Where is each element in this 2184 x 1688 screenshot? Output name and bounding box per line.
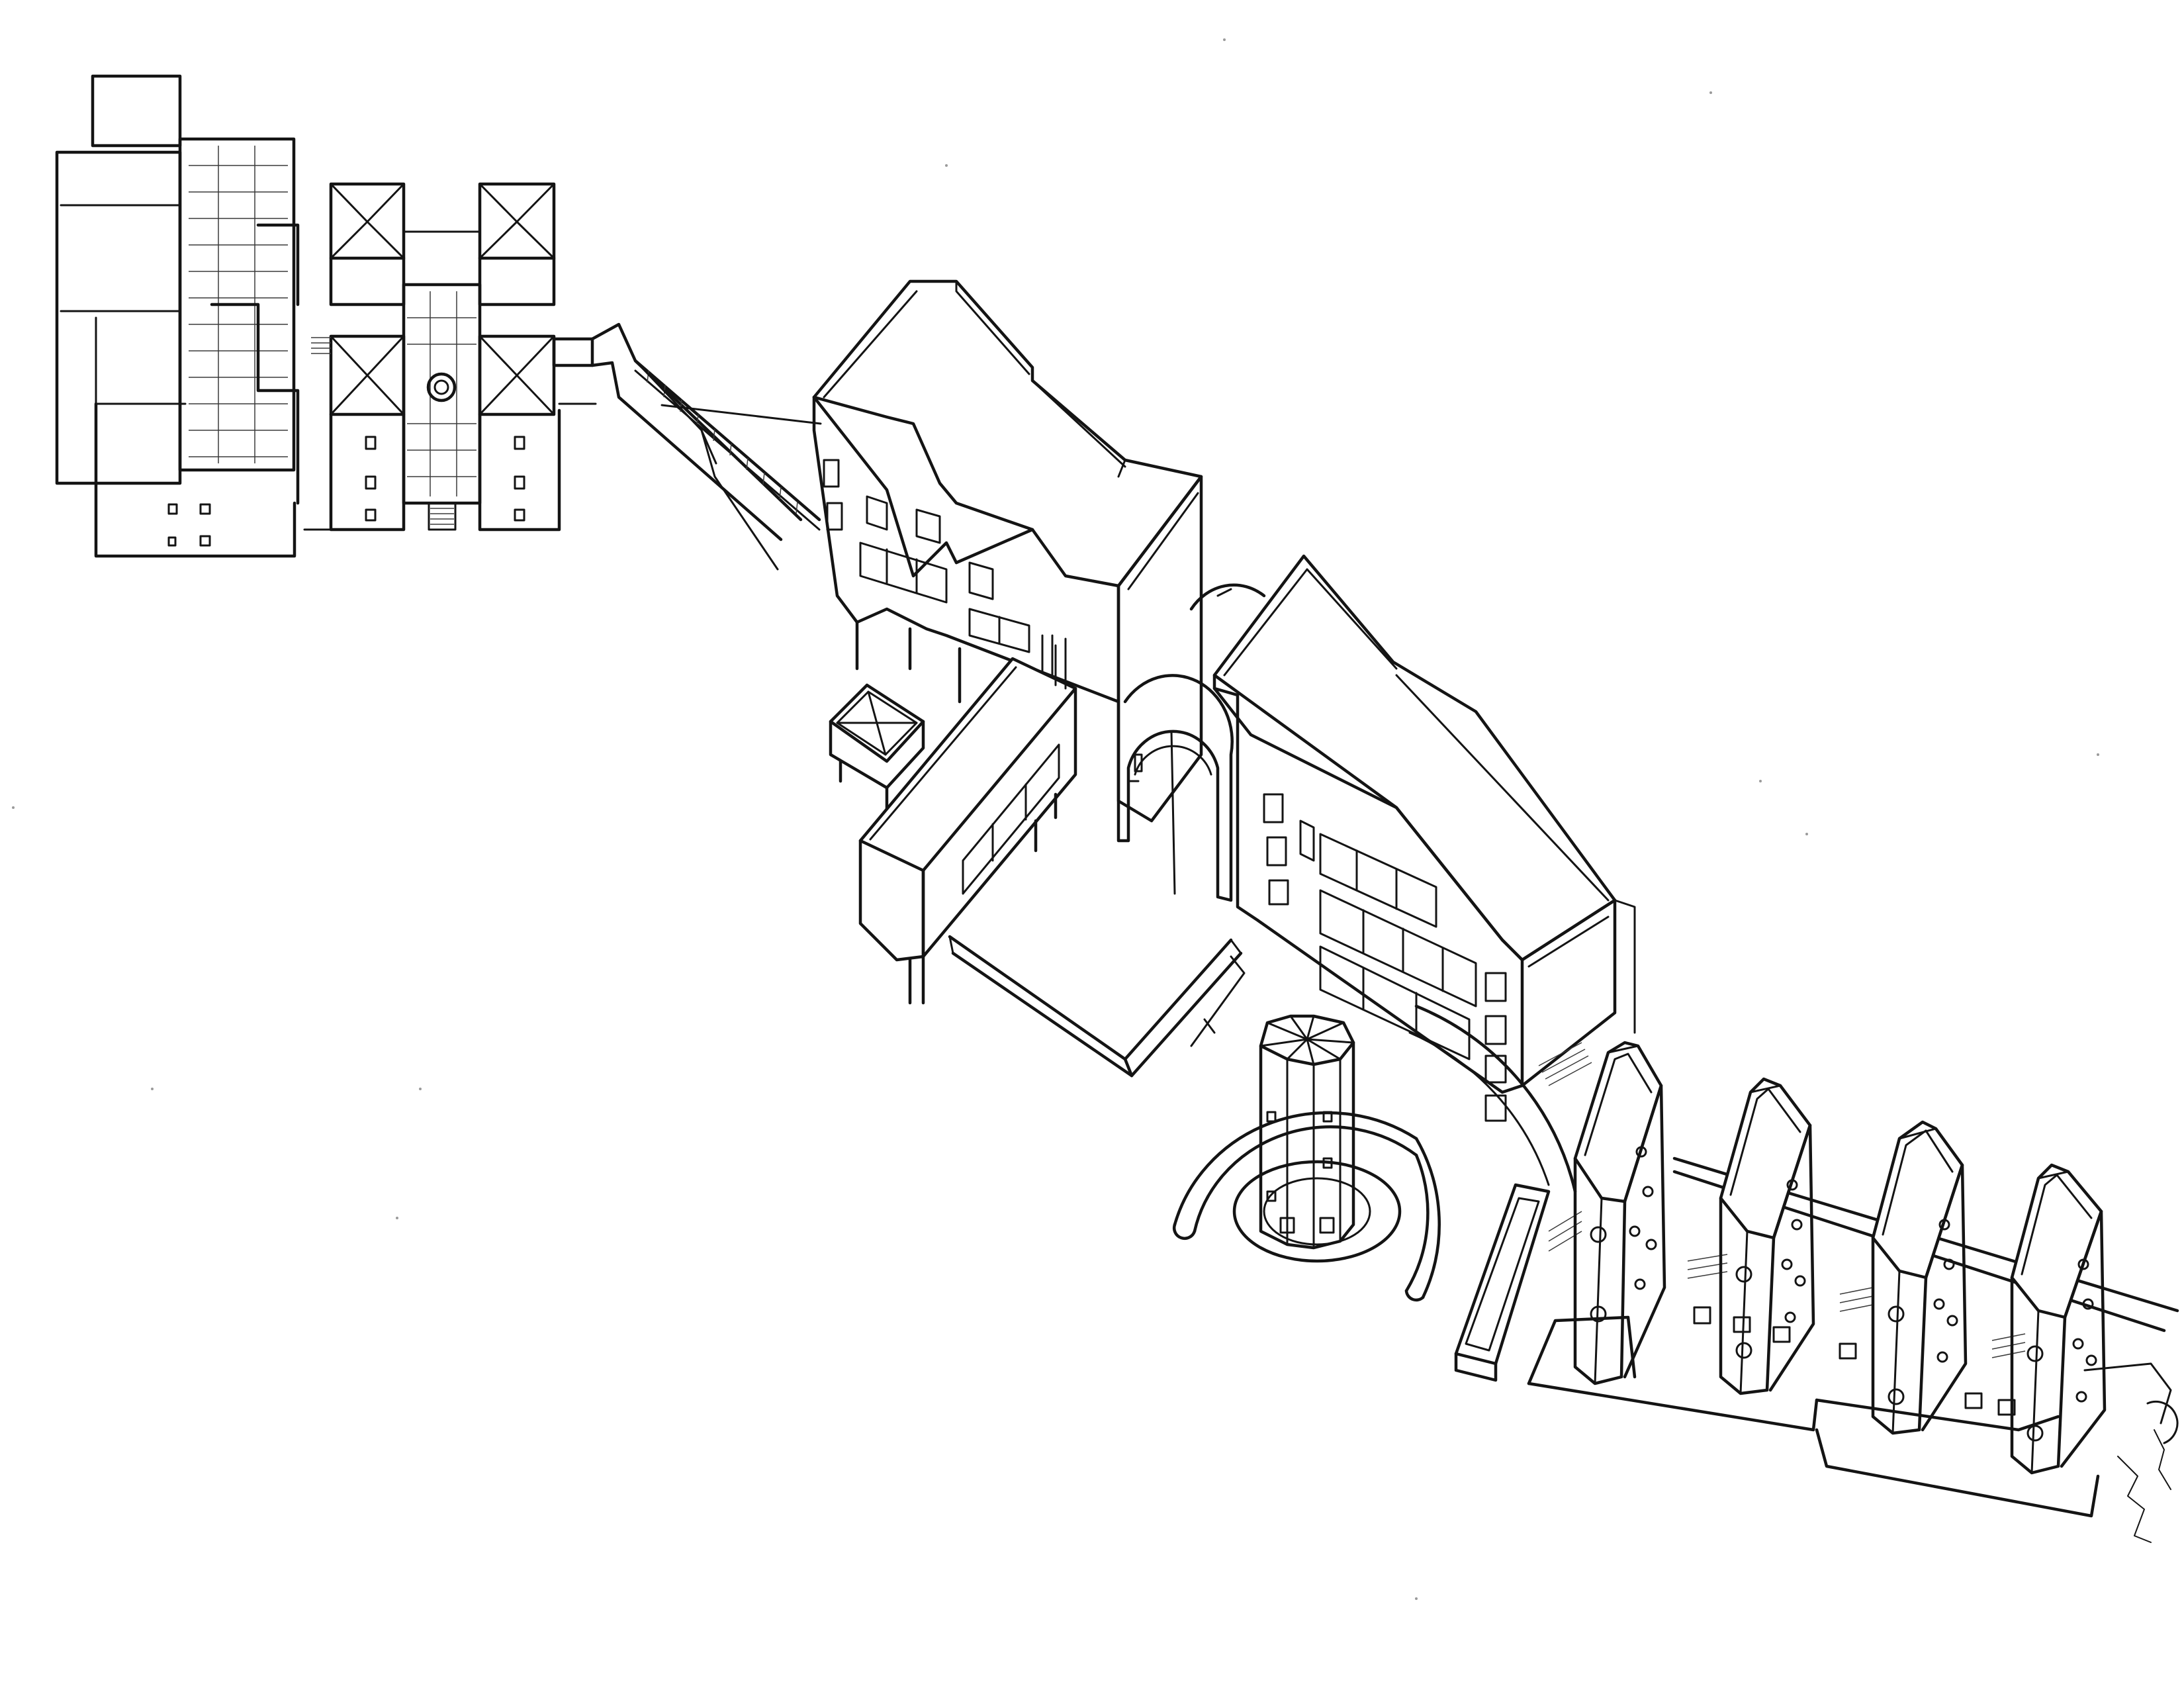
gabled-tower-4 xyxy=(2010,1163,2107,1475)
gabled-tower-1 xyxy=(1573,1041,1666,1385)
gate-pavilion xyxy=(829,683,925,816)
plan-block-complex xyxy=(55,74,597,558)
paper-specks xyxy=(12,38,2099,1600)
gabled-tower-3 xyxy=(1871,1120,1968,1435)
upper-block xyxy=(812,279,1203,823)
octagonal-tower xyxy=(1232,1014,1402,1263)
gabled-towers xyxy=(1573,1041,2107,1475)
courtyard-wall xyxy=(948,935,1246,1078)
ramp-bridge xyxy=(590,322,822,571)
curved-wall xyxy=(1173,1004,1577,1302)
arched-passage xyxy=(1116,583,1266,902)
gabled-tower-2 xyxy=(1719,1077,1815,1395)
link-wing xyxy=(858,637,1077,1005)
lower-block xyxy=(1212,554,1636,1122)
